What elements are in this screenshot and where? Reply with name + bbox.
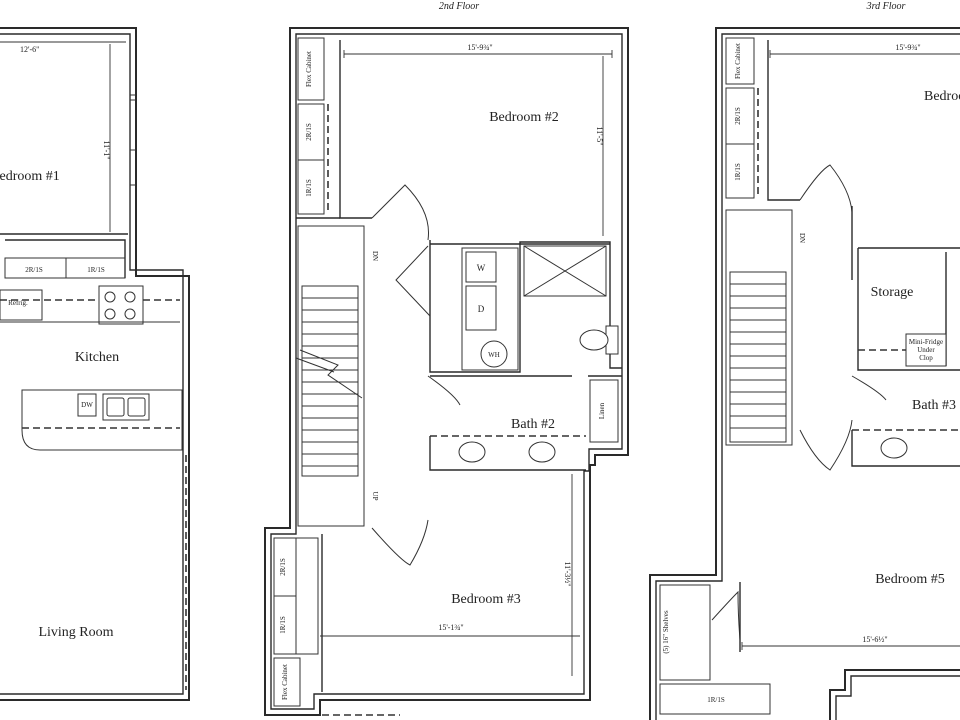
closet-label: 1R/1S bbox=[87, 266, 105, 274]
stair-up-label: UP bbox=[371, 492, 379, 501]
dishwasher bbox=[77, 393, 97, 417]
staircase bbox=[725, 209, 793, 446]
closet-label: 1R/1S bbox=[279, 616, 287, 634]
closet-label: 2R/1S bbox=[25, 266, 43, 274]
linen-label: Linen bbox=[598, 402, 606, 419]
door-swing bbox=[371, 184, 430, 241]
kitchen-island bbox=[21, 389, 183, 451]
second-floor-heading: 2nd Floor bbox=[439, 1, 479, 12]
closet-label: Flex Cabinet bbox=[305, 51, 313, 87]
door-swing bbox=[711, 590, 741, 641]
bedroom4-closet bbox=[725, 87, 755, 199]
staircase bbox=[297, 225, 365, 527]
bedroom3-depth-dim: 11'-3½" bbox=[563, 561, 572, 586]
bedroom4-width-dim: 15'-9¾" bbox=[895, 43, 920, 52]
bedroom5-closet bbox=[659, 683, 771, 715]
vanity-sink bbox=[458, 441, 486, 463]
third-floor-outer-wall bbox=[649, 27, 960, 720]
toilet bbox=[579, 325, 619, 355]
bedroom2-closet bbox=[297, 103, 325, 215]
washer-label: W bbox=[477, 263, 486, 273]
water-heater-label: WH bbox=[488, 351, 500, 359]
closet-label: Flex Cabinet bbox=[281, 664, 289, 700]
laundry-closet bbox=[461, 247, 519, 371]
storage-label: Storage bbox=[871, 285, 914, 300]
refrig-label: Refrig. bbox=[8, 299, 28, 307]
dryer-label: D bbox=[478, 304, 485, 314]
vanity-sink bbox=[880, 437, 908, 459]
closet-label: Flex Cabinet bbox=[734, 43, 742, 79]
shelves-closet bbox=[659, 584, 711, 681]
flex-cabinet bbox=[297, 37, 325, 101]
bedroom2-label: Bedroom #2 bbox=[489, 110, 559, 125]
bedroom1-width-dim: 12'-6" bbox=[20, 45, 39, 54]
linen-closet bbox=[589, 379, 619, 443]
door-swing bbox=[799, 419, 853, 471]
flex-cabinet bbox=[273, 657, 301, 707]
living-room-label: Living Room bbox=[38, 625, 113, 640]
stair-down-label: DN bbox=[371, 251, 379, 261]
shelves-label: (5) 16" Shelves bbox=[662, 610, 670, 654]
washer bbox=[465, 251, 497, 283]
second-floor-plan: Flex Cabinet 2R/1S 1R/1S 15'-9¾" 11'-5" … bbox=[264, 27, 629, 716]
first-floor-closet bbox=[4, 257, 126, 279]
dryer bbox=[465, 285, 497, 331]
flex-cabinet bbox=[725, 37, 755, 85]
closet-label: 1R/1S bbox=[707, 696, 725, 704]
bedroom5-label: Bedroom #5 bbox=[875, 572, 945, 587]
bath3-label: Bath #3 bbox=[912, 398, 956, 413]
water-heater bbox=[480, 340, 508, 368]
closet-label: 2R/1S bbox=[279, 558, 287, 576]
vanity-sink bbox=[528, 441, 556, 463]
bedroom2-width-dim: 15'-9¾" bbox=[467, 43, 492, 52]
closet-label: 2R/1S bbox=[305, 123, 313, 141]
bedroom5-width-dim: 15'-6½" bbox=[862, 635, 887, 644]
bath2-label: Bath #2 bbox=[511, 417, 555, 432]
closet-label: 2R/1S bbox=[734, 107, 742, 125]
door-swing bbox=[371, 519, 429, 566]
mini-fridge bbox=[905, 333, 947, 367]
third-floor-heading: 3rd Floor bbox=[866, 1, 906, 12]
stair-treads bbox=[730, 283, 786, 429]
first-floor-outer-wall bbox=[0, 27, 190, 701]
mini-fridge-label: Under bbox=[917, 346, 935, 354]
closet-label: 1R/1S bbox=[305, 179, 313, 197]
closet-label: 1R/1S bbox=[734, 163, 742, 181]
third-floor-plan: Flex Cabinet 2R/1S 1R/1S 15'-9¾" Bedroo bbox=[649, 27, 960, 720]
second-floor-outer-wall bbox=[264, 27, 629, 716]
bedroom3-label: Bedroom #3 bbox=[451, 592, 521, 607]
stair-down-label: DN bbox=[798, 233, 806, 243]
mini-fridge-label: Mini-Fridge bbox=[909, 338, 943, 346]
door-swing bbox=[799, 164, 853, 213]
bedroom4-label: Bedroo bbox=[924, 89, 960, 104]
bedroom1-label: Bedroom #1 bbox=[0, 169, 60, 184]
shower bbox=[523, 245, 607, 297]
kitchen-label: Kitchen bbox=[75, 350, 119, 365]
bedroom2-depth-dim: 11'-5" bbox=[595, 126, 604, 145]
mini-fridge-label: Clop bbox=[919, 354, 933, 362]
bedroom1-depth-dim: 11'-1" bbox=[102, 140, 111, 159]
refrigerator bbox=[0, 289, 43, 321]
first-floor-plan: 2R/1S 1R/1S 12'-6" 11'-1" Bedroom #1 Ref… bbox=[0, 27, 190, 701]
bedroom3-width-dim: 15'-1¾" bbox=[438, 623, 463, 632]
stair-treads bbox=[302, 297, 358, 467]
cooktop bbox=[98, 285, 144, 325]
dishwasher-label: DW bbox=[81, 401, 93, 409]
